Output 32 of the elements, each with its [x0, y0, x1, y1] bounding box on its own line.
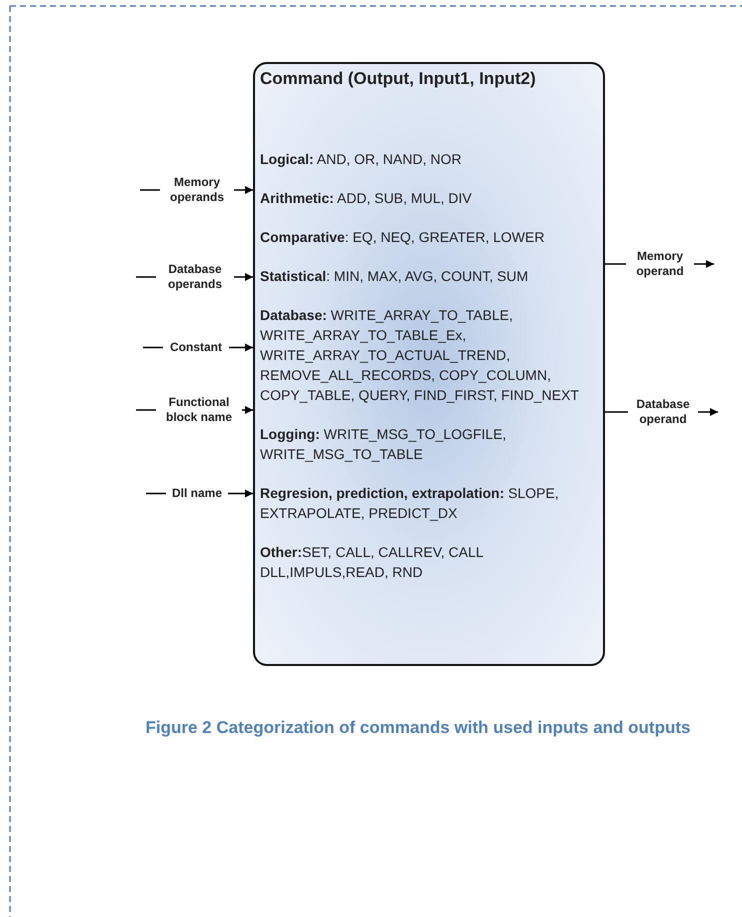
input-output-label: Constant: [163, 340, 229, 355]
command-category: Logical: AND, OR, NAND, NOR: [260, 150, 462, 169]
connector-line: [143, 346, 163, 348]
input-output-label: Database operand: [628, 397, 698, 427]
connector-line: [605, 263, 626, 265]
arrow: [229, 344, 253, 352]
command-category: Database: WRITE_ARRAY_TO_TABLE, WRITE_ARRAY_TO_TABLE_Ex, WRITE_ARRAY_TO_ACTUAL_TREND, REMOVE_ALL_RECORDS, COPY_COLUMN, COPY_TABLE, QUERY, FIND_FIRST, FIND_NEXT: [260, 306, 580, 405]
input-output-label: Functional block name: [156, 395, 242, 425]
command-category: Statistical: MIN, MAX, AVG, COUNT, SUM: [260, 267, 530, 286]
command-category: Other:SET, CALL, CALLREV, CALL DLL,IMPULS,READ, RND: [260, 543, 484, 582]
arrow: [234, 186, 253, 194]
arrow: [698, 408, 718, 416]
input-output-label: Memory operands: [160, 175, 234, 205]
input-output-label: Database operands: [156, 262, 234, 292]
connector-line: [146, 492, 166, 494]
figure-caption: Figure 2 Categorization of commands with used inputs and outputs: [144, 717, 692, 739]
connector-line: [136, 409, 156, 411]
command-category: Arithmetic: ADD, SUB, MUL, DIV: [260, 189, 473, 208]
arrow: [234, 273, 253, 281]
command-category: Comparative: EQ, NEQ, GREATER, LOWER: [260, 228, 546, 247]
arrow: [228, 490, 253, 498]
connector-line: [140, 189, 160, 191]
arrow: [694, 260, 714, 268]
arrow: [242, 406, 253, 414]
command-category: Regresion, prediction, extrapolation: SLOPE, EXTRAPOLATE, PREDICT_DX: [260, 484, 560, 523]
input-output-label: Memory operand: [626, 249, 694, 279]
connector-line: [605, 411, 628, 413]
box-heading: Command (Output, Input1, Input2): [260, 68, 537, 90]
input-output-label: Dll name: [166, 486, 228, 501]
command-category: Logging: WRITE_MSG_TO_LOGFILE, WRITE_MSG_TO_TABLE: [260, 425, 508, 464]
command-box: [253, 62, 605, 666]
connector-line: [136, 276, 156, 278]
